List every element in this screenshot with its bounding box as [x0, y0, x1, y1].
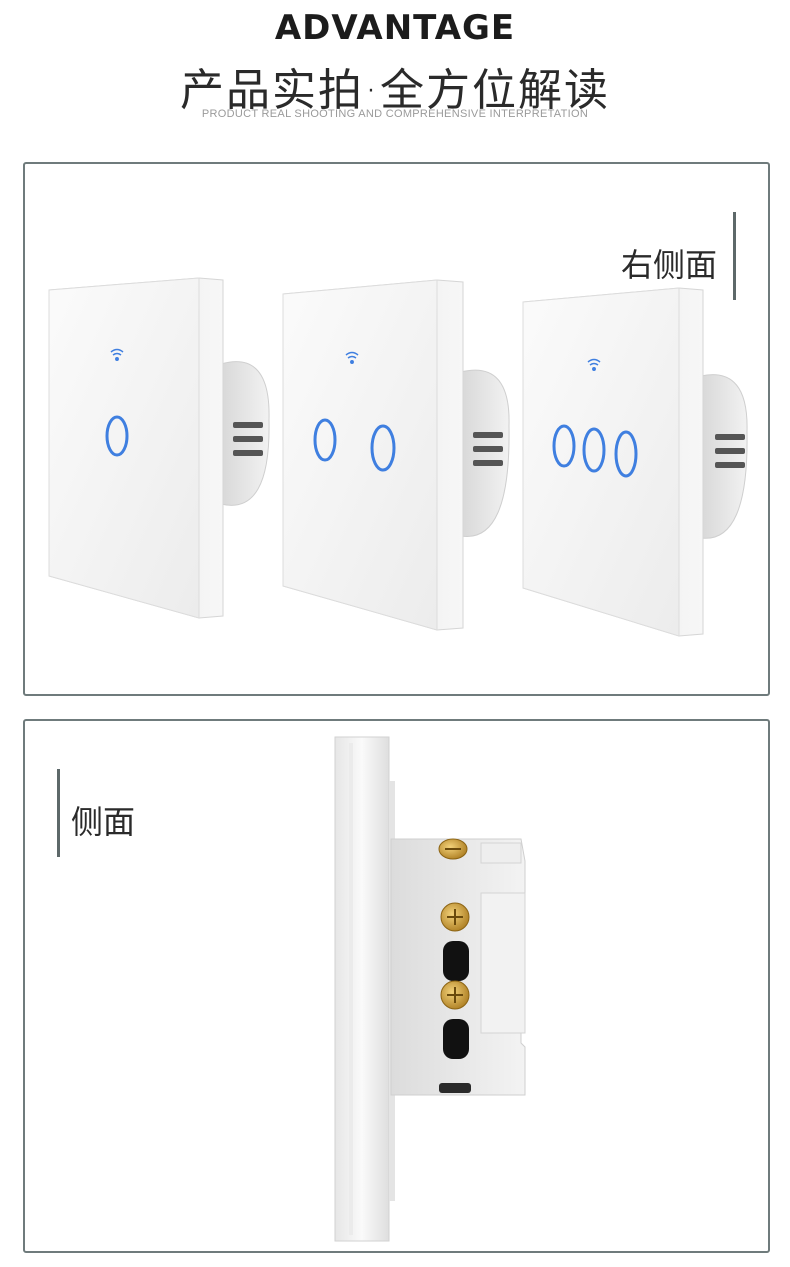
- screw-icon: [440, 980, 470, 1010]
- page-subtitle: 产品实拍·全方位解读: [180, 65, 610, 116]
- touch-button-icon[interactable]: [582, 427, 606, 473]
- touch-button-icon[interactable]: [313, 418, 337, 462]
- touch-button-icon[interactable]: [105, 415, 129, 457]
- label-accent-bar: [57, 769, 60, 857]
- switches-illustration: [48, 277, 748, 637]
- touch-button-icon[interactable]: [552, 424, 576, 468]
- wifi-icon: [345, 351, 359, 364]
- page-subtitle-en: PRODUCT REAL SHOOTING AND COMPREHENSIVE …: [201, 108, 589, 120]
- label-accent-bar: [733, 212, 736, 300]
- switch-3-gang: [522, 287, 748, 637]
- wifi-icon: [587, 358, 601, 371]
- switch-1-gang: [48, 277, 270, 619]
- product-photo-panel-front: 右侧面: [23, 162, 770, 696]
- touch-button-icon[interactable]: [370, 424, 396, 472]
- label-right-side: 右侧面: [621, 246, 718, 284]
- touch-button-icon[interactable]: [614, 430, 638, 478]
- screw-icon: [440, 902, 470, 932]
- label-side: 侧面: [71, 803, 136, 841]
- page-title: ADVANTAGE: [274, 8, 516, 48]
- switch-2-gang: [282, 279, 510, 631]
- screw-icon: [438, 838, 468, 860]
- switch-side-illustration: [334, 736, 526, 1242]
- wifi-icon: [110, 348, 124, 361]
- product-photo-panel-side: 侧面: [23, 719, 770, 1253]
